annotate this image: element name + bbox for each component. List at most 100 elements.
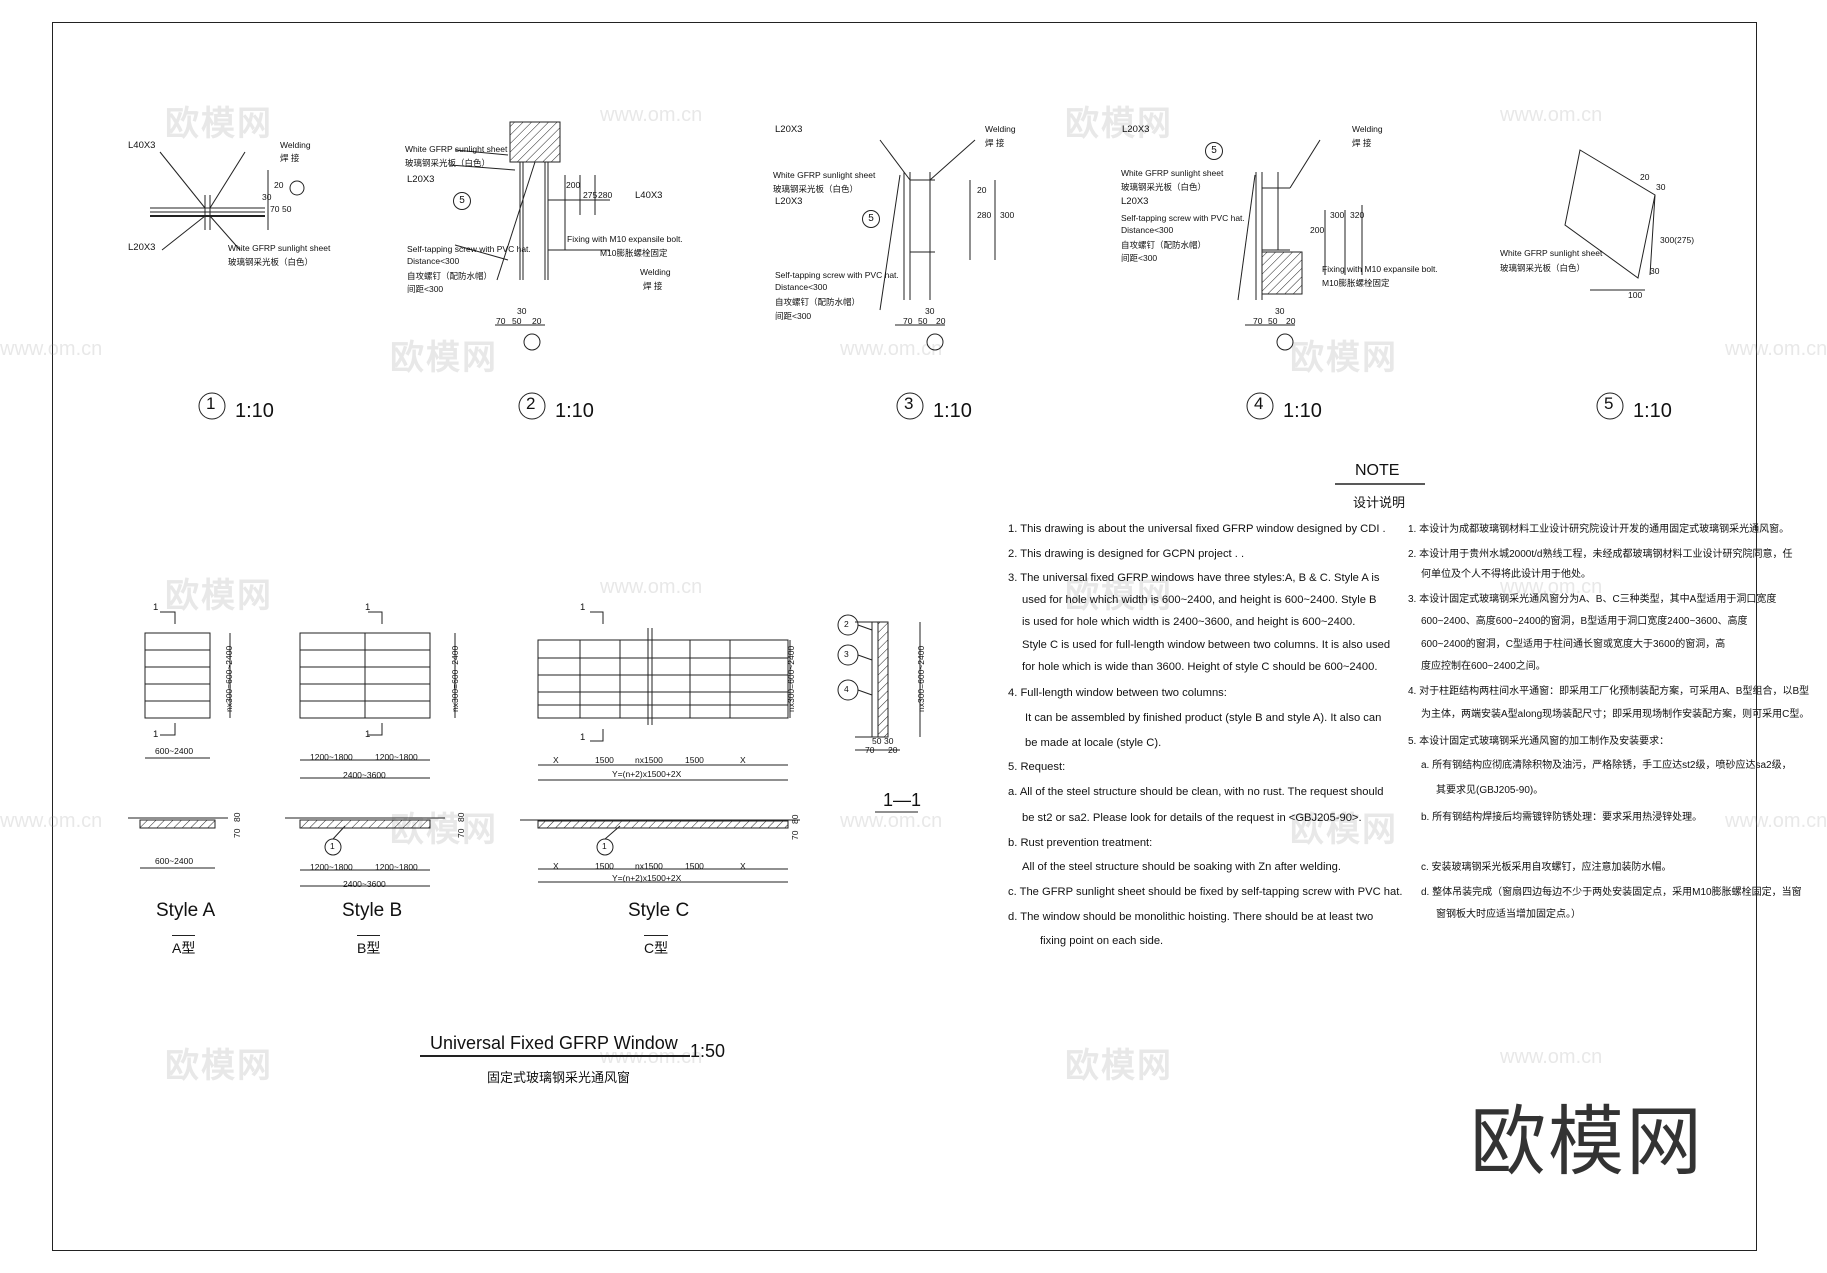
- d5-dim: 100: [1628, 290, 1643, 300]
- main-title: Universal Fixed GFRP Window: [430, 1033, 678, 1053]
- style-b-right: 1200~1800: [375, 752, 418, 762]
- watermark-url: www.om.cn: [1725, 810, 1827, 832]
- d4-dim: 30: [1275, 306, 1285, 316]
- style-c-section-mark: 1: [580, 732, 586, 743]
- style-a-height: nx300=600~2400: [224, 645, 234, 712]
- section-callout: 3: [844, 649, 849, 659]
- note-title: NOTE: [1355, 462, 1400, 479]
- d2-welding: Welding: [640, 267, 671, 277]
- d4-angle: L20X3: [1122, 124, 1150, 135]
- detail-5-number: 5: [1604, 394, 1614, 413]
- section-height: nx300=600~2400: [916, 645, 926, 712]
- watermark-logo: 欧模网: [165, 577, 273, 615]
- section-callout: 2: [844, 619, 849, 629]
- style-c-npitch: nx1500: [635, 861, 663, 871]
- d3-dim: 20: [936, 316, 946, 326]
- d1-dim: 30: [262, 192, 272, 202]
- d2-dim: 30: [517, 306, 527, 316]
- note-cn-line: 1. 本设计为成都玻璃钢材料工业设计研究院设计开发的通用固定式玻璃钢采光通风窗。: [1408, 524, 1790, 535]
- d5-dim: 30: [1650, 266, 1660, 276]
- d1-dim: 20: [274, 180, 284, 190]
- d2-dim: 275: [583, 190, 598, 200]
- style-b-plan-dim: 70: [456, 828, 466, 838]
- style-a-section-mark: 1: [153, 729, 159, 740]
- d1-sheet-cn: 玻璃钢采光板（白色）: [228, 257, 314, 267]
- detail-1-number: 1: [206, 394, 216, 413]
- style-a-label-cn: A型: [172, 935, 196, 958]
- watermark-url: www.om.cn: [600, 104, 703, 126]
- detail-1-linework: [150, 151, 305, 251]
- style-b-label-cn: B型: [357, 935, 381, 958]
- style-b-label: Style B: [342, 900, 403, 921]
- style-b-left: 1200~1800: [310, 752, 353, 762]
- section-callout: 4: [844, 684, 849, 694]
- style-c-x: X: [740, 755, 746, 765]
- style-a-width: 600~2400: [155, 746, 194, 756]
- d2-welding-cn: 焊 接: [643, 281, 663, 291]
- style-c-plan-dim: 70: [790, 830, 800, 840]
- note-cn-line: 3. 本设计固定式玻璃钢采光通风窗分为A、B、C三种类型，其中A型适用于洞口宽度: [1408, 594, 1777, 605]
- d3-distance-cn: 间距<300: [775, 311, 812, 321]
- note-en-line: Style C is used for full-length window b…: [1022, 639, 1391, 651]
- detail-1-scale: 1:10: [235, 400, 274, 422]
- d3-angle2: L20X3: [775, 196, 803, 207]
- detail-4-number: 4: [1254, 394, 1264, 413]
- watermark-logo: 欧模网: [1065, 1047, 1173, 1085]
- d4-distance-cn: 间距<300: [1121, 253, 1158, 263]
- style-c-height: nx300=600~2400: [786, 645, 796, 712]
- d1-angle-top: L40X3: [128, 140, 156, 151]
- d1-welding-cn: 焊 接: [280, 153, 300, 163]
- section-dim: 70: [865, 745, 875, 755]
- style-c-x: X: [553, 755, 559, 765]
- note-en-line: c. The GFRP sunlight sheet should be fix…: [1008, 886, 1403, 898]
- d3-screw-cn: 自攻螺钉（配防水帽）: [775, 297, 861, 307]
- note-en-line: be st2 or sa2. Please look for details o…: [1022, 812, 1362, 824]
- d3-welding-cn: 焊 接: [985, 138, 1005, 148]
- d5-dim: 300(275): [1660, 235, 1695, 245]
- detail-5-linework: [1564, 149, 1656, 291]
- note-en-line: d. The window should be monolithic hoist…: [1008, 911, 1374, 923]
- d2-dim: 70: [496, 316, 506, 326]
- d4-callout: 5: [1205, 142, 1223, 160]
- note-en-line: for hole which is wide than 3600. Height…: [1022, 661, 1378, 673]
- watermark-url: www.om.cn: [1500, 104, 1603, 126]
- style-c-pitch: 1500: [595, 755, 614, 765]
- note-cn-line: 5. 本设计固定式玻璃钢采光通风窗的加工制作及安装要求：: [1408, 736, 1670, 747]
- d4-screw-cn: 自攻螺钉（配防水帽）: [1121, 240, 1207, 250]
- style-b-section-mark: 1: [365, 729, 371, 740]
- d4-fix-cn: M10膨胀螺栓固定: [1322, 278, 1390, 288]
- style-b-width: 2400~3600: [343, 879, 386, 889]
- d5-dim: 20: [1640, 172, 1650, 182]
- d3-angle: L20X3: [775, 124, 803, 135]
- watermark-logo: 欧模网: [390, 339, 498, 377]
- d4-sheet-cn: 玻璃钢采光板（白色）: [1121, 182, 1207, 192]
- d2-sheet: White GFRP sunlight sheet: [405, 144, 508, 154]
- style-c-pitch: 1500: [685, 755, 704, 765]
- watermark-logo: 欧模网: [390, 811, 498, 849]
- section-dim: 20: [888, 745, 898, 755]
- style-b-elevation: [285, 611, 456, 887]
- d2-dim: 50: [512, 316, 522, 326]
- d4-dim: 200: [1310, 225, 1325, 235]
- d3-dim: 280: [977, 210, 992, 220]
- d2-distance: Distance<300: [407, 256, 460, 266]
- style-c-section-mark: 1: [580, 602, 586, 613]
- note-cn-line: 窗钢板大时应适当增加固定点。）: [1436, 909, 1581, 920]
- note-cn-line: d. 整体吊装完成（窗扇四边每边不少于两处安装固定点，采用M10膨胀螺栓固定，当…: [1421, 887, 1802, 898]
- watermark-logo: 欧模网: [1065, 105, 1173, 143]
- d2-dim: 20: [532, 316, 542, 326]
- detail-4-linework: [1237, 139, 1363, 351]
- d1-sheet: White GFRP sunlight sheet: [228, 243, 331, 253]
- detail-1-marker: [198, 392, 226, 420]
- watermark-url: www.om.cn: [0, 810, 103, 832]
- d2-screw: Self-tapping screw with PVC hat.: [407, 244, 531, 254]
- watermark-url: www.om.cn: [600, 576, 703, 598]
- d4-dim: 50: [1268, 316, 1278, 326]
- section-title: 1—1: [883, 790, 922, 810]
- d2-screw-cn: 自攻螺钉（配防水帽）: [407, 271, 493, 281]
- style-b-width: 2400~3600: [343, 770, 386, 780]
- d1-welding: Welding: [280, 140, 311, 150]
- note-cn-line: 度应控制在600~2400之间。: [1421, 661, 1546, 672]
- note-en-line: 1. This drawing is about the universal f…: [1008, 523, 1386, 535]
- note-en-line: used for hole which width is 600~2400, a…: [1022, 594, 1377, 606]
